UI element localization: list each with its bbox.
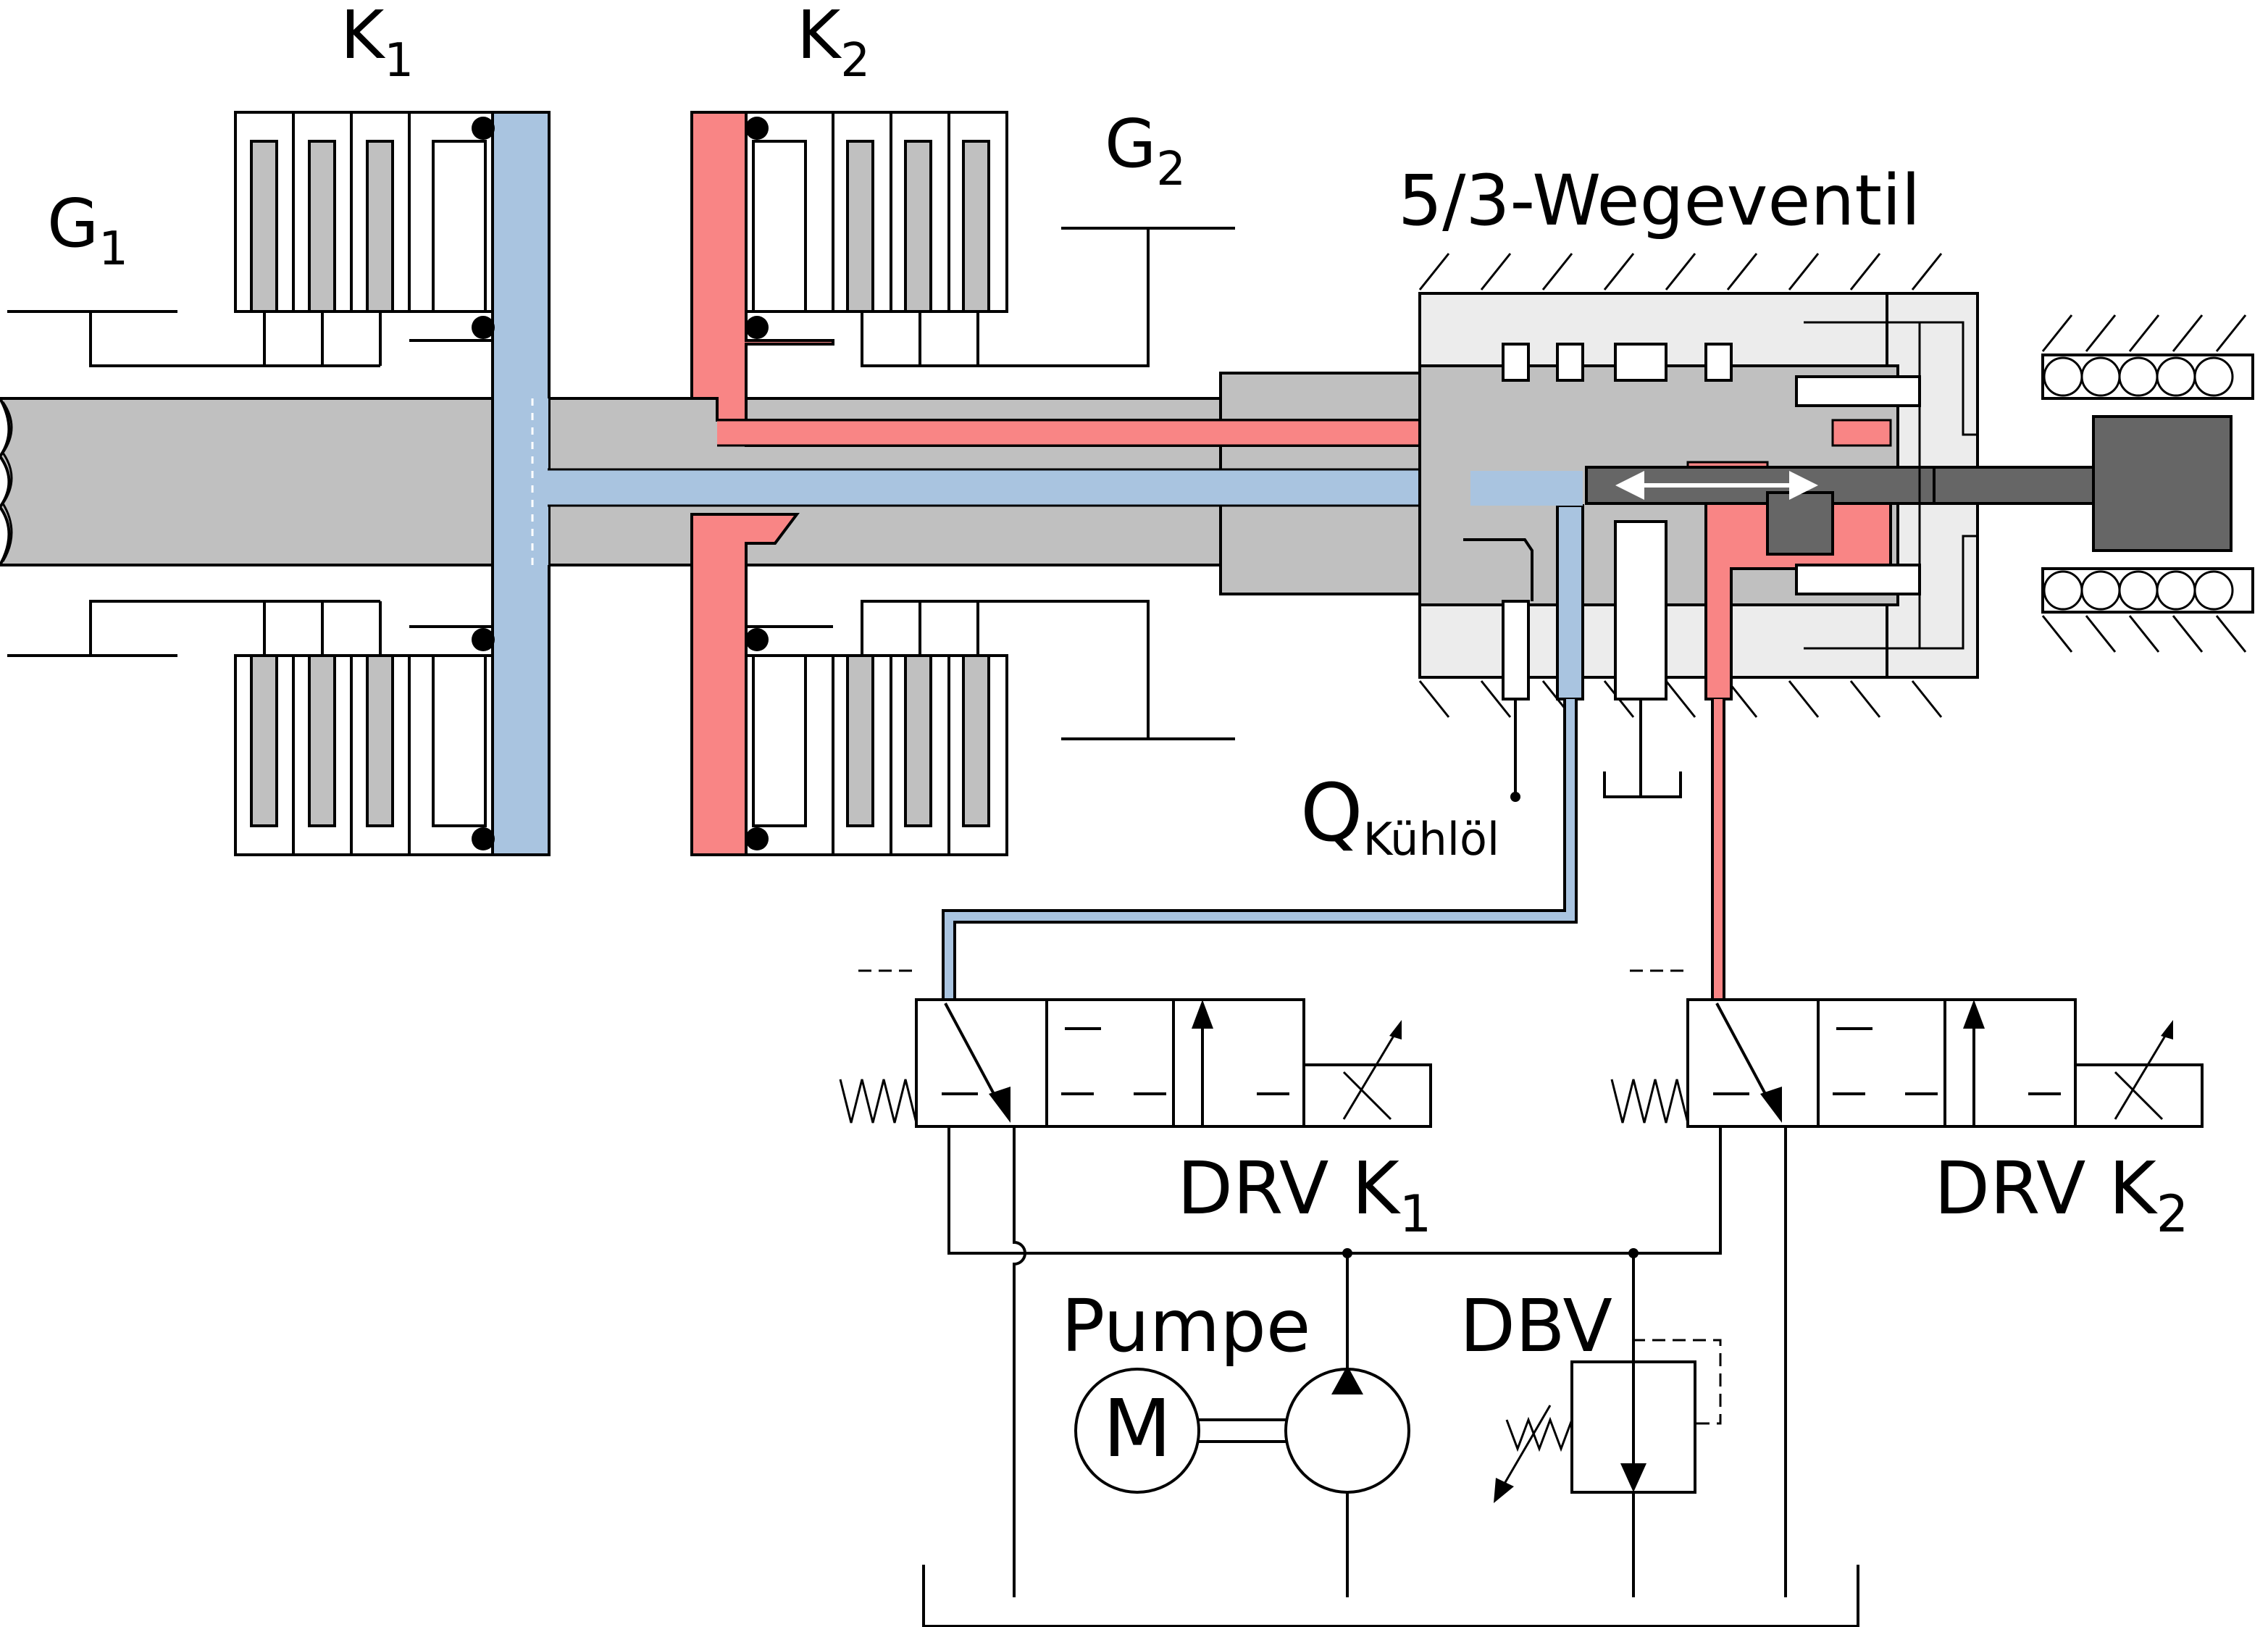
label-pump: Pumpe bbox=[1061, 1284, 1310, 1368]
k1-oil-bore bbox=[548, 469, 1464, 506]
k1-port bbox=[1556, 504, 1584, 700]
actuator-mass bbox=[2092, 415, 2233, 552]
bearing-upper bbox=[2041, 354, 2254, 400]
label-k2: K2 bbox=[797, 0, 870, 88]
label-drv-k2: DRV K2 bbox=[1934, 1146, 2188, 1244]
clutch-k1 bbox=[7, 111, 1464, 856]
pump bbox=[1284, 1365, 1410, 1494]
pressure-reducing-valve-k1 bbox=[839, 969, 1432, 1128]
label-dbv: DBV bbox=[1460, 1284, 1612, 1368]
label-k1: K1 bbox=[340, 0, 414, 88]
pressure-reducing-valve-k2 bbox=[1610, 969, 2204, 1128]
label-drv-k1: DRV K1 bbox=[1177, 1146, 1431, 1244]
hydraulic-lines bbox=[922, 1126, 1859, 1627]
clutch-k2 bbox=[690, 111, 1465, 856]
actuator-rod bbox=[1933, 466, 2098, 505]
coolant-port bbox=[1502, 600, 1530, 700]
label-coolant: QKühlöl bbox=[1300, 766, 1499, 866]
pressure-relief-valve bbox=[1494, 1339, 1722, 1503]
label-g1: G1 bbox=[47, 185, 128, 276]
label-motor: M bbox=[1103, 1382, 1172, 1475]
bearing-lower bbox=[2041, 567, 2254, 614]
motor bbox=[1074, 1368, 1286, 1494]
label-g2: G2 bbox=[1105, 105, 1186, 196]
directional-valve-5-3 bbox=[1418, 253, 2254, 802]
tank-symbol bbox=[1603, 771, 1682, 798]
tank-port bbox=[1614, 520, 1667, 700]
label-valve: 5/3-Wegeventil bbox=[1398, 160, 1920, 241]
tank-line bbox=[922, 1565, 1859, 1627]
